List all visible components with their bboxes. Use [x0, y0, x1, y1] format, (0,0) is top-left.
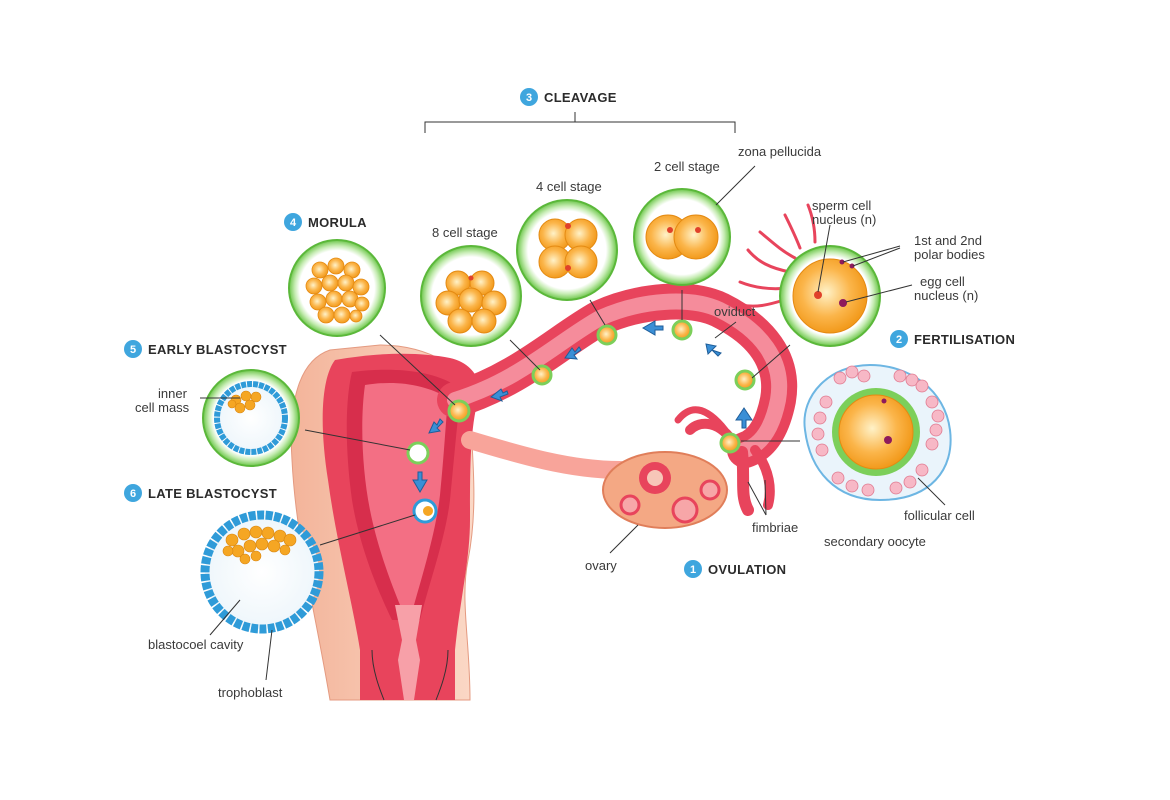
step-morula: 4 MORULA	[284, 213, 367, 231]
label-polar-bodies-1: 1st and 2nd	[914, 233, 982, 248]
label-secondary-oocyte: secondary oocyte	[824, 534, 926, 549]
arrow-up-icon	[735, 407, 753, 429]
label-oviduct: oviduct	[714, 304, 756, 319]
four-cell-stage	[516, 199, 618, 301]
label-two-cell: 2 cell stage	[654, 159, 720, 174]
secondary-oocyte	[803, 363, 952, 502]
arrow-down-icon	[412, 471, 428, 493]
label-trophoblast: trophoblast	[218, 685, 283, 700]
label-ovary: ovary	[585, 558, 617, 573]
oviduct-tube	[437, 283, 798, 516]
step-number: 3	[526, 92, 532, 104]
step-badge	[284, 213, 302, 231]
label-egg-nucleus-1: egg cell	[920, 274, 965, 289]
label-blastocoel-cavity: blastocoel cavity	[148, 637, 244, 652]
eight-cell-in-tube	[531, 364, 553, 386]
eight-cell-stage	[420, 245, 522, 347]
ovary	[602, 451, 728, 529]
arrow-sw-icon-3	[428, 418, 444, 434]
cleavage-bracket	[424, 112, 736, 133]
two-cell-stage	[633, 188, 731, 286]
label-egg-nucleus-2: nucleus (n)	[914, 288, 978, 303]
label-follicular-cell: follicular cell	[904, 508, 975, 523]
label-sperm-nucleus-2: nucleus (n)	[812, 212, 876, 227]
oocyte-in-fimbriae	[719, 432, 741, 454]
step-number: 4	[290, 217, 297, 229]
step-number: 2	[896, 334, 902, 346]
step-label: EARLY BLASTOCYST	[148, 342, 287, 357]
label-sperm-nucleus-1: sperm cell	[812, 198, 871, 213]
fertilised-egg	[738, 203, 881, 347]
morula-in-tube	[447, 399, 471, 423]
zygote-in-tube	[734, 369, 756, 391]
label-inner-cell-mass-2: cell mass	[135, 400, 190, 415]
label-polar-bodies-2: polar bodies	[914, 247, 985, 262]
step-ovulation: 1 OVULATION	[684, 560, 786, 578]
step-fertilisation: 2 FERTILISATION	[890, 330, 1015, 348]
label-eight-cell: 8 cell stage	[432, 225, 498, 240]
step-label: OVULATION	[708, 562, 786, 577]
label-fimbriae: fimbriae	[752, 520, 798, 535]
arrow-sw-icon-2	[489, 388, 509, 402]
label-inner-cell-mass-1: inner	[158, 386, 188, 401]
tube-embryos	[406, 319, 756, 524]
two-cell-in-tube	[671, 319, 693, 341]
step-number: 5	[130, 344, 136, 356]
step-cleavage: 3 CLEAVAGE	[520, 88, 617, 106]
label-zona-pellucida: zona pellucida	[738, 144, 822, 159]
arrow-nw-icon	[705, 343, 722, 357]
step-early-blastocyst: 5 EARLY BLASTOCYST	[124, 340, 287, 358]
step-number: 1	[690, 564, 696, 576]
early-blastocyst	[202, 369, 300, 467]
late-blastocyst	[200, 510, 324, 634]
four-cell-in-tube	[596, 324, 618, 346]
step-badge	[124, 484, 142, 502]
step-late-blastocyst: 6 LATE BLASTOCYST	[124, 484, 277, 502]
step-badge	[124, 340, 142, 358]
step-label: MORULA	[308, 215, 367, 230]
step-label: FERTILISATION	[914, 332, 1015, 347]
step-label: CLEAVAGE	[544, 90, 617, 105]
morula	[288, 239, 386, 337]
step-badge	[684, 560, 702, 578]
path-arrows	[412, 320, 753, 493]
step-badge	[520, 88, 538, 106]
arrow-sw-icon	[564, 346, 582, 360]
step-label: LATE BLASTOCYST	[148, 486, 277, 501]
early-blastocyst-in-uterus	[406, 441, 430, 465]
step-number: 6	[130, 488, 136, 500]
label-four-cell: 4 cell stage	[536, 179, 602, 194]
step-badge	[890, 330, 908, 348]
arrow-left-icon	[642, 320, 664, 336]
